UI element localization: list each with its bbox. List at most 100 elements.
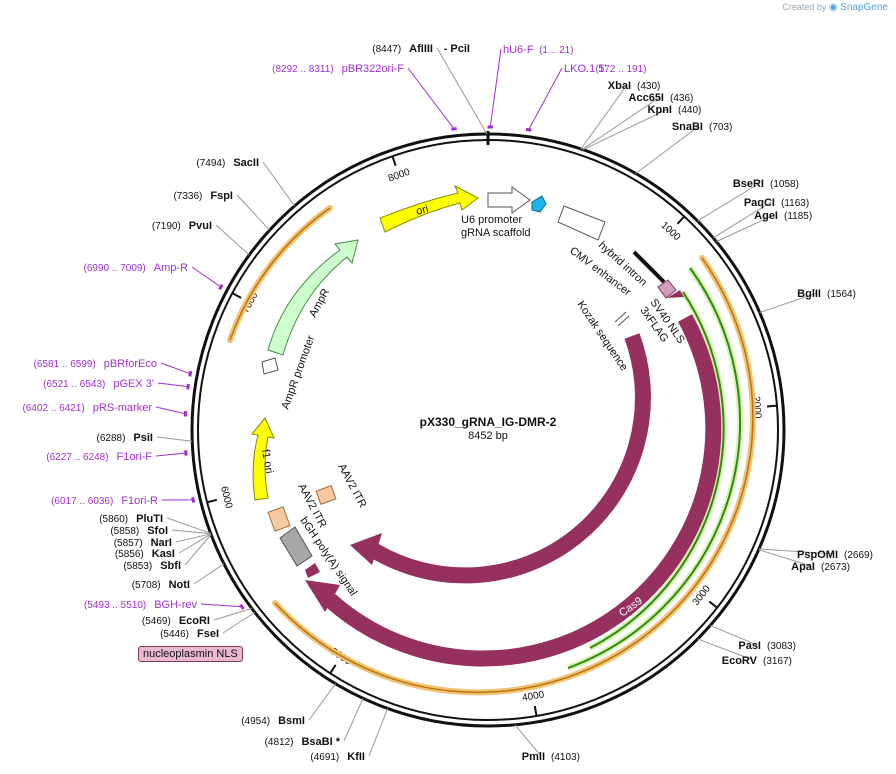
tick-label-8000: 8000 xyxy=(387,167,412,185)
enzyme-leader-28 xyxy=(236,194,271,231)
cas9-outer-arrowhead xyxy=(305,580,340,612)
enzyme-name-1[interactable]: - PciI xyxy=(444,43,470,55)
aav2-itr-label-1: AAV2 ITR xyxy=(335,462,368,510)
enzyme-name-8[interactable]: AgeI xyxy=(754,210,778,222)
u6-promoter-arrow xyxy=(487,186,531,214)
enzyme-name-19[interactable]: EcoRI xyxy=(179,615,210,627)
u6-promoter-label: U6 promoter xyxy=(461,214,522,226)
enzyme-leader-0 xyxy=(436,47,488,135)
enzyme-pos-13: (3167) xyxy=(763,656,792,667)
primer-name-6[interactable]: pRS-marker xyxy=(93,402,153,414)
sv40-nls-marker xyxy=(657,279,677,299)
enzyme-pos-28: (7336) xyxy=(173,191,202,202)
primer-leader-7 xyxy=(155,452,186,457)
primer-leader-1 xyxy=(528,67,563,130)
enzyme-pos-15: (4691) xyxy=(310,752,339,763)
primer-range-7: (6227 .. 6248) xyxy=(46,452,108,463)
enzyme-name-2[interactable]: XbaI xyxy=(608,80,631,92)
enzyme-name-23[interactable]: NarI xyxy=(151,537,172,549)
ori-label: ori xyxy=(415,203,430,218)
enzyme-name-15[interactable]: KfII xyxy=(347,751,365,763)
primer-range-1: (172 .. 191) xyxy=(595,64,646,75)
tick-label-6000: 6000 xyxy=(218,485,234,510)
enzyme-pos-12: (3083) xyxy=(767,641,796,652)
enzyme-name-5[interactable]: SnaBI xyxy=(672,121,703,133)
primer-bar-4 xyxy=(188,370,193,377)
enzyme-leader-5 xyxy=(635,125,700,174)
primer-leader-0 xyxy=(489,48,502,128)
enzyme-leader-8 xyxy=(716,214,775,243)
bgh-polya-box xyxy=(279,526,313,567)
enzyme-leader-25 xyxy=(166,517,211,534)
enzyme-name-11[interactable]: ApaI xyxy=(791,561,815,573)
enzyme-pos-20: (5708) xyxy=(132,580,161,591)
enzyme-pos-29: (7494) xyxy=(196,158,225,169)
tick-5000 xyxy=(329,664,337,674)
enzyme-pos-8: (1185) xyxy=(784,211,812,222)
enzyme-leader-13 xyxy=(697,638,754,661)
enzyme-pos-21: (5853) xyxy=(123,561,152,572)
primer-name-8[interactable]: F1ori-R xyxy=(121,495,158,507)
cas9-inner-arrowhead xyxy=(350,533,382,565)
enzyme-name-7[interactable]: PaqCI xyxy=(744,197,775,209)
enzyme-leader-20 xyxy=(193,563,225,585)
enzyme-pos-22: (5856) xyxy=(115,549,144,560)
enzyme-name-28[interactable]: FspI xyxy=(210,190,233,202)
green-track-inner-core xyxy=(589,291,725,649)
primer-range-2: (8292 .. 8311) xyxy=(272,64,334,75)
enzyme-name-25[interactable]: PluTI xyxy=(136,513,163,525)
snapgene-logo-icon: ◉ xyxy=(828,2,838,13)
primer-name-2[interactable]: pBR322ori-F xyxy=(342,63,405,75)
enzyme-name-20[interactable]: NotI xyxy=(169,579,190,591)
nucleoplasmin-nls-tag[interactable]: nucleoplasmin NLS xyxy=(138,646,243,662)
enzyme-pos-26: (6288) xyxy=(97,433,126,444)
enzyme-pos-14: (4103) xyxy=(551,752,580,763)
primer-leader-4 xyxy=(160,362,191,375)
enzyme-name-3[interactable]: Acc65I xyxy=(629,92,664,104)
primer-name-1[interactable]: LKO.1 5' xyxy=(564,63,606,75)
enzyme-name-22[interactable]: KasI xyxy=(152,548,175,560)
primer-bar-2 xyxy=(451,127,457,131)
primer-name-0[interactable]: hU6-F xyxy=(503,44,534,56)
enzyme-name-13[interactable]: EcoRV xyxy=(722,655,758,667)
enzyme-pos-27: (7190) xyxy=(152,221,181,232)
enzyme-pos-5: (703) xyxy=(709,122,732,133)
enzyme-pos-17: (4954) xyxy=(241,716,270,727)
enzyme-name-4[interactable]: KpnI xyxy=(648,104,672,116)
enzyme-name-0[interactable]: AfIIII xyxy=(409,43,433,55)
enzyme-name-26[interactable]: PsiI xyxy=(133,432,153,444)
primer-bar-8 xyxy=(191,496,196,503)
tick-6000 xyxy=(206,498,218,504)
primer-name-4[interactable]: pBRforEco xyxy=(104,358,157,370)
enzyme-name-16[interactable]: BsaBI * xyxy=(301,736,340,748)
enzyme-name-10[interactable]: PspOMI xyxy=(797,549,838,561)
enzyme-pos-23: (5857) xyxy=(114,538,143,549)
enzyme-name-18[interactable]: FseI xyxy=(197,628,219,640)
primer-name-3[interactable]: Amp-R xyxy=(154,262,188,274)
enzyme-pos-7: (1163) xyxy=(781,198,809,209)
enzyme-name-17[interactable]: BsmI xyxy=(278,715,305,727)
grna-scaffold-label: gRNA scaffold xyxy=(461,227,531,239)
enzyme-name-21[interactable]: SbfI xyxy=(160,560,181,572)
enzyme-leader-7 xyxy=(712,201,772,239)
enzyme-name-6[interactable]: BseRI xyxy=(733,178,764,190)
enzyme-name-29[interactable]: SacII xyxy=(233,157,259,169)
enzyme-leader-6 xyxy=(697,182,761,222)
primer-name-5[interactable]: pGEX 3' xyxy=(113,378,154,390)
primer-leader-5 xyxy=(157,382,189,388)
brand-created-by: Created by xyxy=(782,2,827,12)
enzyme-leader-3 xyxy=(581,96,661,150)
enzyme-pos-11: (2673) xyxy=(821,562,850,573)
enzyme-name-24[interactable]: SfoI xyxy=(147,525,168,537)
enzyme-name-12[interactable]: PasI xyxy=(738,640,761,652)
f1-ori-label: f1 ori xyxy=(259,448,275,474)
ampr-arrow xyxy=(267,239,359,356)
primer-name-7[interactable]: F1ori-F xyxy=(117,451,153,463)
green-track-outer-core xyxy=(567,267,741,669)
primer-name-9[interactable]: BGH-rev xyxy=(154,599,197,611)
enzyme-name-14[interactable]: PmlI xyxy=(522,751,545,763)
cas9-inner-arc xyxy=(365,333,651,584)
enzyme-name-9[interactable]: BglII xyxy=(797,288,821,300)
enzyme-name-27[interactable]: PvuI xyxy=(189,220,212,232)
tick-label-4000: 4000 xyxy=(521,689,545,704)
